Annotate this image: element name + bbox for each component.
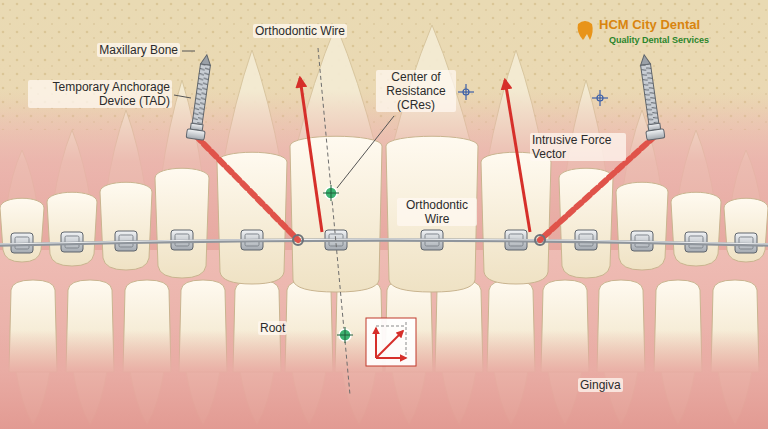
logo-icon <box>578 21 593 40</box>
part-label: Root <box>258 321 287 335</box>
archwire <box>0 239 768 245</box>
tooth-long-axis <box>318 48 350 395</box>
watermark: HCM City Dental <box>597 17 702 33</box>
part-label: Orthodontic Wire <box>397 198 477 226</box>
part-label: Center of Resistance (CRes) <box>376 70 456 112</box>
upper-crowns <box>0 136 768 292</box>
tad-screw <box>635 54 665 141</box>
crosshair-marker <box>458 84 608 106</box>
tad-screw <box>186 54 216 141</box>
part-label: Gingiva <box>578 378 623 392</box>
leader-lines <box>174 51 394 188</box>
part-label: Orthodontic Wire <box>253 24 347 38</box>
part-label: Maxillary Bone <box>97 43 180 57</box>
vector-inset <box>366 318 416 366</box>
watermark: Quality Dental Services <box>607 34 711 46</box>
center-of-resistance-marker <box>323 185 353 343</box>
part-label: Intrusive Force Vector <box>530 133 626 161</box>
part-label: Temporary Anchorage Device (TAD) <box>28 80 172 108</box>
